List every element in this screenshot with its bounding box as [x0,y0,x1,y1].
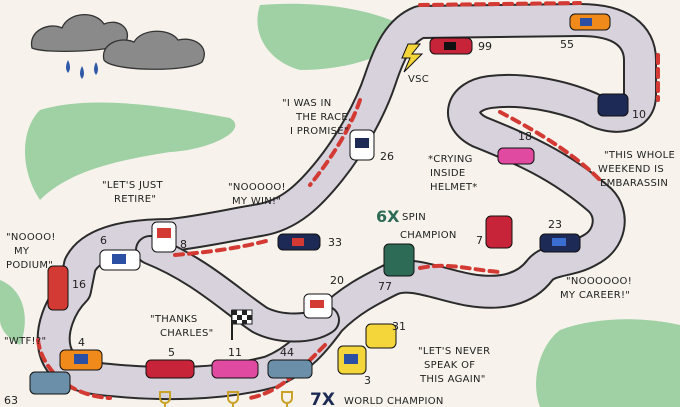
number-20: 20 [330,274,344,287]
car-18-icon [497,147,535,165]
quote-retire-line-2: RETIRE" [114,194,156,205]
car-23-icon [539,233,581,253]
number-63: 63 [4,394,18,407]
car-7-icon [485,215,513,249]
world-champion-count: 7X [310,390,335,407]
number-3: 3 [364,374,371,387]
car-8-icon [151,221,177,253]
car-3-icon [337,345,367,375]
number-4: 4 [78,336,85,349]
speech-labels: VSC "I WAS IN THE RACE, I PROMISE" "LET'… [4,74,675,385]
number-33: 33 [328,236,342,249]
quote-podium-line-1: "NOOOO! [6,232,56,243]
quote-never-line-2: SPEAK OF [424,360,475,371]
quote-podium-line-2: MY [14,246,30,257]
number-99: 99 [478,40,492,53]
champion-titles: 6X SPIN CHAMPION 7X WORLD CHAMPION [310,207,457,407]
quote-career-line-1: "NOOOOOO! [566,276,632,287]
number-26: 26 [380,150,394,163]
quote-thanks-line-1: "THANKS [150,314,198,325]
car-44-icon [267,359,313,379]
car-99-icon [429,37,473,55]
number-16: 16 [72,278,86,291]
quote-mywin-line-1: "NOOOOO! [228,182,286,193]
quote-wtf: "WTF!?" [4,336,46,347]
quote-crying-line-2: INSIDE [430,168,466,179]
vsc-label: VSC [408,74,429,85]
race-track [36,1,660,401]
car-10-icon [597,93,629,117]
number-6: 6 [100,234,107,247]
car-11-icon [211,359,259,379]
number-11: 11 [228,346,242,359]
world-champion-label: WORLD CHAMPION [344,396,444,407]
quote-never-line-3: THIS AGAIN" [419,374,486,385]
quote-race-line-3: I PROMISE" [290,126,349,137]
car-numbers: 99 55 10 26 18 23 7 8 6 33 16 77 20 31 4… [4,38,646,407]
number-5: 5 [168,346,175,359]
spin-champion-label: CHAMPION [400,230,457,241]
quote-whole-line-1: "THIS WHOLE [604,150,675,161]
number-7: 7 [476,234,483,247]
quote-thanks-line-2: CHARLES" [160,328,214,339]
car-63-icon [29,371,71,395]
car-4-icon [59,349,103,371]
quote-mywin-line-2: MY WIN!" [232,196,281,207]
car-6-icon [99,249,141,271]
car-20-icon [303,293,333,319]
number-18: 18 [518,130,532,143]
quote-whole-line-2: WEEKEND IS [598,164,664,175]
spin-label: SPIN [402,212,426,223]
car-26-icon [349,129,375,161]
number-23: 23 [548,218,562,231]
rain-cloud-icon [30,14,205,79]
quote-crying-line-3: HELMET* [430,182,478,193]
car-77-icon [383,243,415,277]
number-31: 31 [392,320,406,333]
quote-race-line-1: "I WAS IN [282,98,332,109]
number-10: 10 [632,108,646,121]
car-5-icon [145,359,195,379]
quote-retire-line-1: "LET'S JUST [102,180,163,191]
quote-podium-line-3: PODIUM" [6,260,53,271]
car-55-icon [569,13,611,31]
lightning-icon [401,43,424,73]
number-77: 77 [378,280,392,293]
quote-never-line-1: "LET'S NEVER [418,346,490,357]
number-8: 8 [180,238,187,251]
quote-career-line-2: MY CAREER!" [560,290,630,301]
car-33-icon [277,233,321,251]
car-31-icon [365,323,397,349]
number-55: 55 [560,38,574,51]
quote-race-line-2: THE RACE, [295,112,352,123]
car-16-icon [47,265,69,311]
quote-whole-line-3: EMBARASSIN [600,178,668,189]
number-44: 44 [280,346,294,359]
chequered-flag-icon [231,309,253,340]
race-cars [29,13,629,395]
quote-crying-line-1: *CRYING [428,154,473,165]
spin-champion-count: 6X [376,207,400,226]
